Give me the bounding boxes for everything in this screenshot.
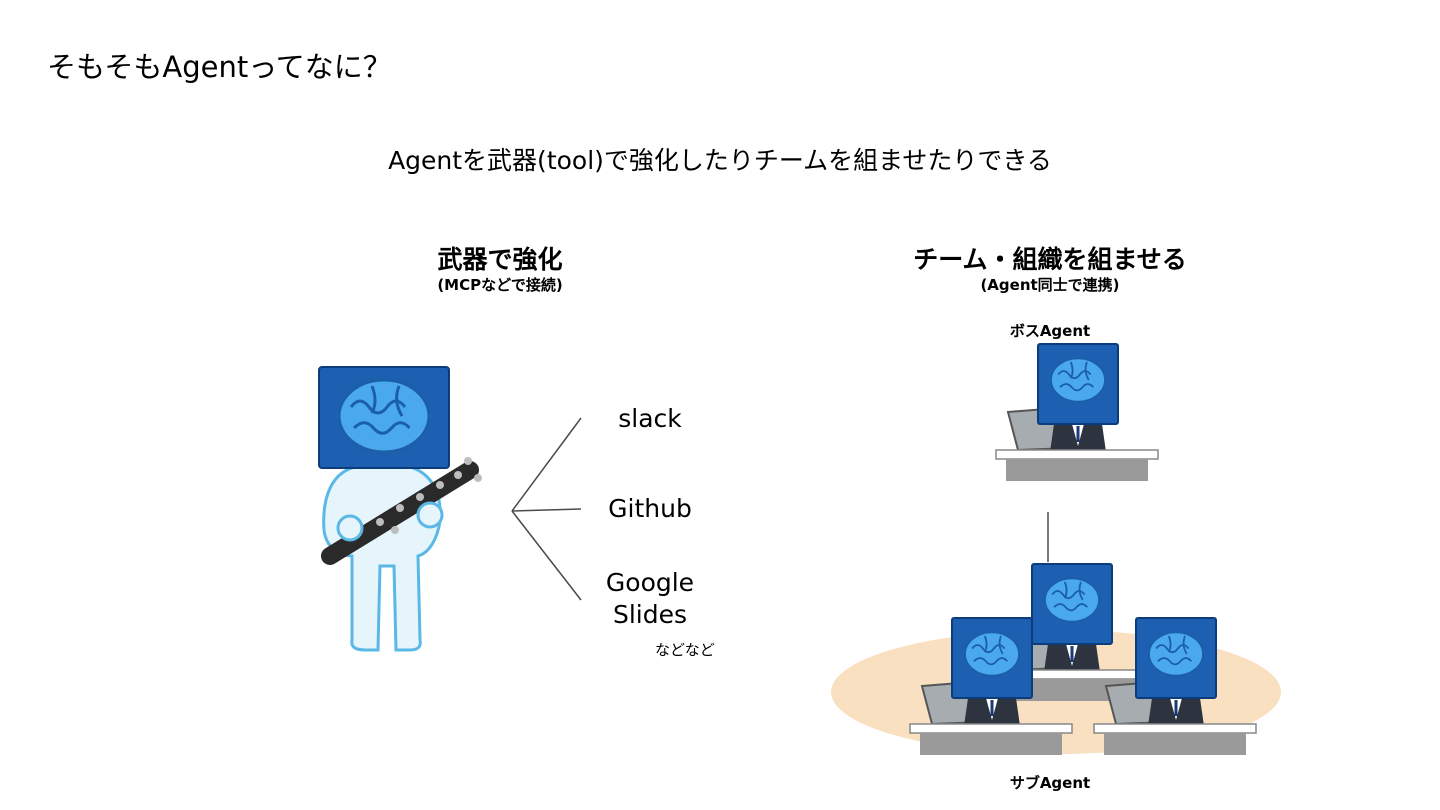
tool-github: Github: [608, 494, 692, 523]
page-title: そもそもAgentってなに？: [47, 50, 392, 84]
tool-google: Google: [605, 568, 695, 597]
tool-slack: slack: [618, 404, 682, 433]
boss-agent-figure: [996, 344, 1158, 481]
tools-more-label: などなど: [655, 641, 715, 659]
boss-agent-label: ボスAgent: [1009, 322, 1091, 340]
sub-agent-label: サブAgent: [1009, 774, 1091, 792]
slide-subtitle: Agentを武器(tool)で強化したりチームを組ませたりできる: [388, 146, 1052, 175]
weapon-section-subtitle: (MCPなどで接続): [437, 276, 563, 294]
tool-slides: Slides: [612, 600, 688, 629]
weapon-section-title: 武器で強化: [437, 245, 563, 274]
team-section-subtitle: (Agent同士で連携): [980, 276, 1120, 294]
robot-agent-figure: [318, 366, 482, 652]
tool-connector-lines: [511, 417, 582, 601]
team-section-title: チーム・組織を組ませる: [913, 245, 1187, 274]
